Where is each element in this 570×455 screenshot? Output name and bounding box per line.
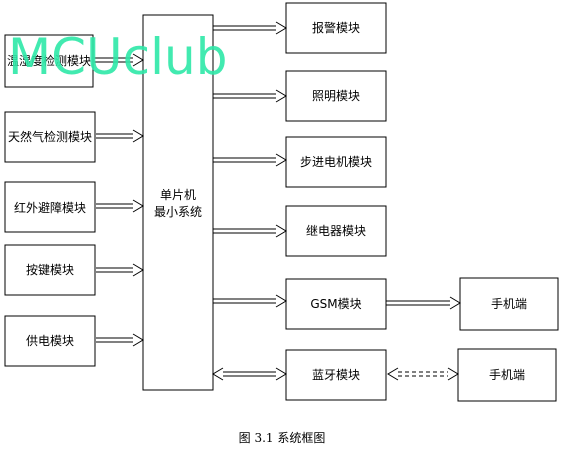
output-module-label: 报警模块 xyxy=(312,20,360,35)
input-module-label: 供电模块 xyxy=(26,334,74,348)
input-module-power: 供电模块 xyxy=(4,315,96,367)
input-arrow-power xyxy=(96,333,144,347)
output-arrow-lighting xyxy=(213,89,287,103)
output-arrow-gsm xyxy=(213,294,287,308)
input-module-temp-humidity: 温湿度检测模块 xyxy=(4,34,94,88)
input-module-label: 温湿度检测模块 xyxy=(7,53,91,68)
input-arrow-keys xyxy=(96,263,144,277)
output-module-label: 蓝牙模块 xyxy=(312,368,360,382)
output-module-alarm: 报警模块 xyxy=(285,2,387,54)
mcu-minimum-system: 单片机 最小系统 xyxy=(142,14,214,391)
output-module-bluetooth: 蓝牙模块 xyxy=(285,349,387,401)
mcu-label-line2: 最小系统 xyxy=(154,205,202,219)
input-arrow-infrared xyxy=(96,199,144,213)
output-module-label: 步进电机模块 xyxy=(300,155,372,169)
output-module-relay: 继电器模块 xyxy=(285,205,387,257)
output-arrow-relay xyxy=(213,224,287,238)
input-module-label: 按键模块 xyxy=(26,263,74,277)
output-module-stepper-motor: 步进电机模块 xyxy=(285,136,387,188)
output-module-label: 继电器模块 xyxy=(306,224,366,238)
input-module-gas: 天然气检测模块 xyxy=(4,111,96,163)
input-arrow-gas xyxy=(96,129,144,143)
bidirectional-arrow-bluetooth xyxy=(212,367,287,381)
output-arrow-stepper xyxy=(213,153,287,167)
output-module-gsm: GSM模块 xyxy=(285,278,387,330)
input-module-keys: 按键模块 xyxy=(4,244,96,296)
phone-terminal-label: 手机端 xyxy=(491,297,527,311)
phone-terminal-gsm: 手机端 xyxy=(459,277,559,331)
input-module-infrared: 红外避障模块 xyxy=(4,181,96,233)
phone-terminal-bluetooth: 手机端 xyxy=(457,348,557,402)
watermark-logo: MCUclub xyxy=(8,28,227,86)
figure-caption: 图 3.1 系统框图 xyxy=(239,431,326,445)
output-module-lighting: 照明模块 xyxy=(285,70,387,122)
dashed-arrow-bluetooth-phone xyxy=(387,367,459,381)
phone-terminal-label: 手机端 xyxy=(489,368,525,382)
output-module-label: GSM模块 xyxy=(310,297,361,311)
arrow-gsm-to-phone xyxy=(386,296,461,310)
mcu-label-line1: 单片机 xyxy=(160,188,196,202)
output-module-label: 照明模块 xyxy=(312,89,360,103)
input-module-label: 天然气检测模块 xyxy=(8,129,92,144)
input-module-label: 红外避障模块 xyxy=(14,200,86,215)
